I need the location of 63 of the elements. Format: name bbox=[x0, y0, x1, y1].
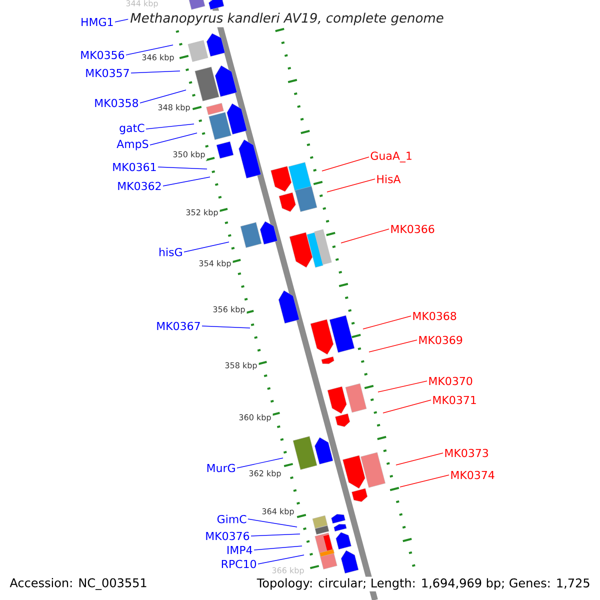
leader-line bbox=[202, 326, 250, 328]
gene-label: MK0361 bbox=[113, 162, 156, 172]
gene-label: MK0369 bbox=[419, 336, 462, 344]
leader-line bbox=[126, 44, 174, 56]
scale-label: 354 kbp bbox=[197, 258, 233, 270]
leader-line bbox=[236, 458, 284, 468]
scale-label: 346 kbp bbox=[140, 52, 176, 64]
leader-line bbox=[130, 70, 180, 74]
scale-label: 356 kbp bbox=[211, 304, 247, 316]
scale-label: 362 kbp bbox=[247, 468, 283, 480]
gene-label: gatC bbox=[120, 124, 144, 134]
gene-label: MK0367 bbox=[157, 322, 200, 330]
accession-text: Accession: NC_003551 bbox=[8, 576, 149, 592]
gene-label: IMP4 bbox=[228, 546, 252, 554]
gene-label: MK0370 bbox=[429, 376, 472, 386]
gene-label: MK0366 bbox=[391, 224, 434, 234]
scale-label: 366 kbp bbox=[270, 566, 306, 576]
scale-label: 360 kbp bbox=[237, 412, 273, 424]
scale-label: 358 kbp bbox=[223, 360, 259, 372]
gene-label: GimC bbox=[217, 514, 246, 524]
gene-label: MK0357 bbox=[86, 68, 129, 78]
leader-line bbox=[368, 340, 418, 352]
leader-line bbox=[362, 316, 412, 330]
scale-label: 352 kbp bbox=[184, 208, 220, 218]
leader-line bbox=[340, 228, 390, 244]
gene-label: MK0371 bbox=[433, 396, 476, 404]
scale-label: 344 kbp bbox=[124, 0, 160, 10]
leader-line bbox=[250, 534, 300, 536]
gene-label: MK0373 bbox=[445, 448, 488, 458]
gene-label: GuaA_1 bbox=[370, 152, 412, 162]
leader-line bbox=[184, 242, 230, 252]
gene-label: MK0376 bbox=[206, 532, 250, 540]
leader-line bbox=[326, 178, 376, 192]
scale-label: 364 kbp bbox=[260, 506, 296, 518]
gene-label: RPC10 bbox=[222, 560, 256, 568]
gene-label: MK0362 bbox=[118, 182, 161, 190]
title: Methanopyrus kandleri AV19, complete genome bbox=[128, 10, 446, 28]
leader-line bbox=[114, 18, 130, 22]
leader-line bbox=[322, 156, 370, 172]
gene-label: HisA bbox=[377, 174, 401, 184]
leader-line bbox=[382, 400, 432, 414]
gene-label: MK0374 bbox=[451, 470, 494, 480]
leader-line bbox=[400, 474, 450, 488]
gene-label: MurG bbox=[207, 464, 235, 472]
leader-line bbox=[146, 124, 194, 130]
gene-label: AmpS bbox=[116, 140, 148, 150]
leader-line bbox=[378, 380, 428, 392]
gene-label: hisG bbox=[160, 248, 182, 256]
leader-line bbox=[396, 452, 444, 466]
gene-label: MK0358 bbox=[95, 98, 138, 108]
scale-label: 350 kbp bbox=[171, 150, 207, 160]
leader-line bbox=[140, 90, 186, 104]
scale-label: 348 kbp bbox=[156, 102, 192, 114]
gene-label: MK0368 bbox=[413, 312, 456, 320]
footer-text: Topology: circular; Length: 1,694,969 bp; Genes: 1,725 bbox=[255, 576, 592, 592]
leader-line bbox=[150, 132, 198, 146]
leader-line bbox=[162, 176, 210, 186]
leader-line bbox=[254, 546, 302, 550]
gene-label: HMG1 bbox=[82, 18, 113, 26]
gene-label: MK0356 bbox=[81, 50, 124, 60]
leader-line bbox=[158, 166, 208, 170]
leader-line bbox=[248, 518, 298, 528]
leader-line bbox=[258, 554, 304, 564]
